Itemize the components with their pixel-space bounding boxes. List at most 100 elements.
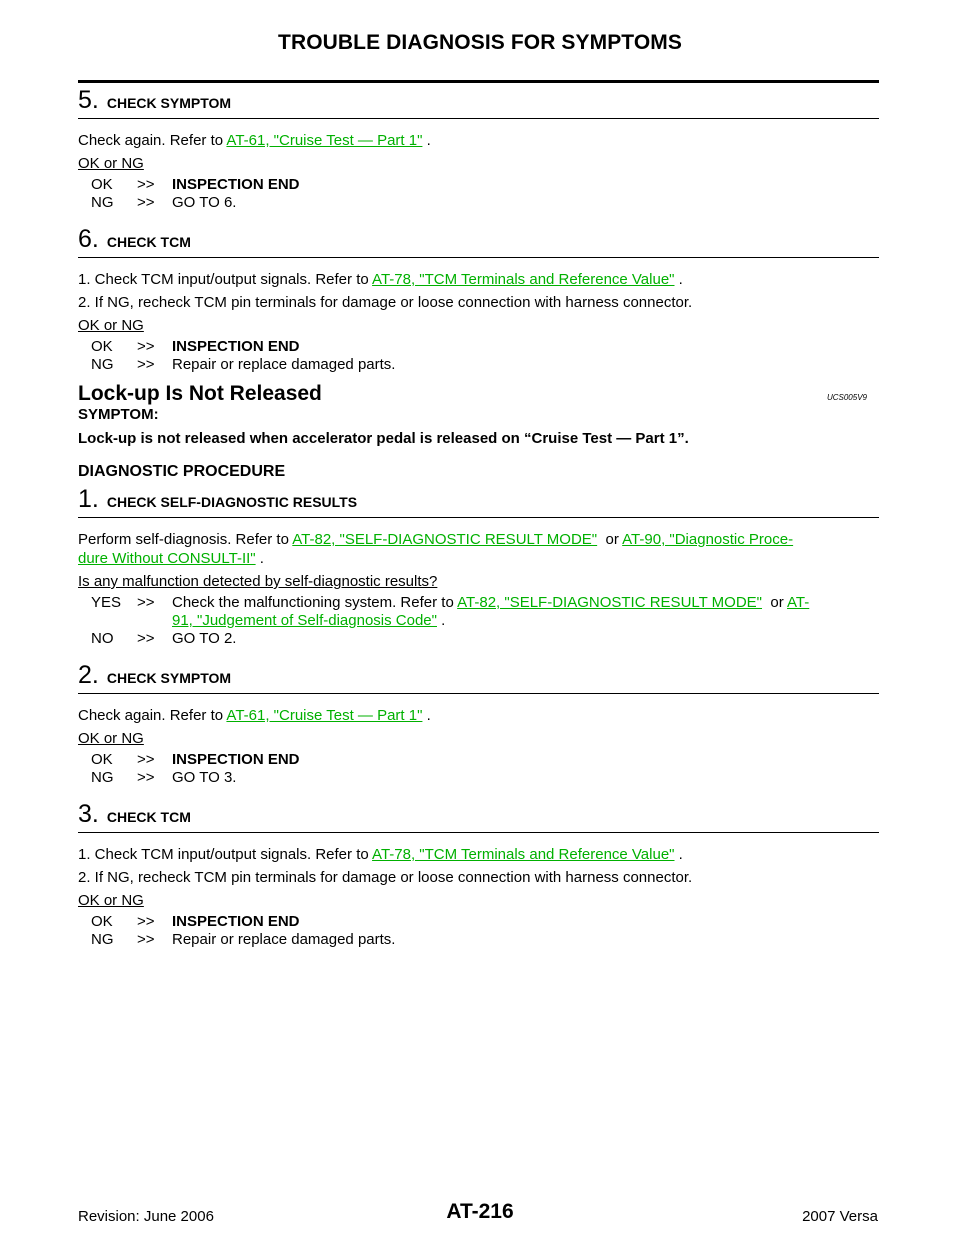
answer-arrow: >> [137, 194, 155, 211]
answer-code: NG [91, 356, 114, 373]
step-2-header: 2. CHECK SYMPTOM [78, 661, 879, 694]
step-title: CHECK SYMPTOM [106, 670, 232, 686]
footer-model: 2007 Versa [802, 1208, 878, 1225]
text: Check again. Refer to [78, 707, 227, 724]
reference-link[interactable]: AT-90, "Diagnostic Proce- [622, 531, 794, 548]
answer-code: YES [91, 594, 122, 611]
answer-text: Check the malfunctioning system. Refer t… [172, 594, 879, 630]
page-content: 5. CHECK SYMPTOM Check again. Refer to A… [78, 86, 879, 949]
step-5-header: 5. CHECK SYMPTOM [78, 86, 879, 119]
reference-link[interactable]: AT- [787, 594, 810, 611]
reference-link[interactable]: AT-78, "TCM Terminals and Reference Valu… [372, 271, 675, 288]
reference-link[interactable]: AT-61, "Cruise Test — Part 1" [226, 132, 423, 149]
step-6-item-2: 2. If NG, recheck TCM pin terminals for … [78, 294, 693, 311]
reference-link[interactable]: dure Without CONSULT-II" [78, 550, 256, 567]
answer-text: Repair or replace damaged parts. [172, 356, 396, 373]
reference-link[interactable]: AT-82, "SELF-DIAGNOSTIC RESULT MODE" [292, 531, 598, 548]
symptom-text: Lock-up is not released when accelerator… [78, 430, 689, 447]
answer-code: NO [91, 630, 114, 647]
text: . [674, 271, 683, 288]
answer-text: INSPECTION END [172, 751, 300, 768]
answer-ng: NG >> GO TO 3. [78, 769, 879, 787]
answer-text: INSPECTION END [172, 176, 300, 193]
answer-yes: YES >> Check the malfunctioning system. … [78, 594, 879, 630]
step-3-item-1: 1. Check TCM input/output signals. Refer… [78, 845, 879, 864]
text: or [597, 531, 623, 548]
answer-text: GO TO 2. [172, 630, 237, 647]
step-title: CHECK SYMPTOM [106, 95, 232, 111]
answer-arrow: >> [137, 356, 155, 373]
answer-text: INSPECTION END [172, 913, 300, 930]
step-5-text: Check again. Refer to AT-61, "Cruise Tes… [78, 131, 879, 150]
text: . [422, 707, 431, 724]
answer-ok: OK >> INSPECTION END [78, 751, 879, 769]
ok-ng-label: OK or NG [78, 730, 144, 747]
answer-code: OK [91, 751, 113, 768]
answer-text: Repair or replace damaged parts. [172, 931, 396, 948]
text: . [255, 550, 264, 567]
answer-code: OK [91, 176, 113, 193]
header-rule [78, 80, 879, 83]
step-3-item-2: 2. If NG, recheck TCM pin terminals for … [78, 869, 693, 886]
answer-ok: OK >> INSPECTION END [78, 176, 879, 194]
text: . [674, 846, 683, 863]
ok-ng-label: OK or NG [78, 892, 144, 909]
answer-text: INSPECTION END [172, 338, 300, 355]
reference-link[interactable]: AT-82, "SELF-DIAGNOSTIC RESULT MODE" [457, 594, 763, 611]
text: Check again. Refer to [78, 132, 227, 149]
footer-page-number: AT-216 [446, 1200, 514, 1223]
step-1-header: 1. CHECK SELF-DIAGNOSTIC RESULTS [78, 485, 879, 518]
step-title: CHECK TCM [106, 234, 191, 250]
step-number: 3. [78, 800, 99, 828]
section-title: Lock-up Is Not Released [78, 382, 322, 405]
step-2-text: Check again. Refer to AT-61, "Cruise Tes… [78, 706, 879, 725]
footer-revision: Revision: June 2006 [78, 1208, 214, 1225]
answer-code: NG [91, 769, 114, 786]
step-6-item-1: 1. Check TCM input/output signals. Refer… [78, 270, 879, 289]
answer-arrow: >> [137, 913, 155, 930]
answer-ok: OK >> INSPECTION END [78, 913, 879, 931]
answer-text: GO TO 3. [172, 769, 237, 786]
answer-code: OK [91, 338, 113, 355]
step-number: 6. [78, 225, 99, 253]
answer-arrow: >> [137, 769, 155, 786]
step-1-text: Perform self-diagnosis. Refer to AT-82, … [78, 530, 879, 568]
text: . [422, 132, 431, 149]
step-title: CHECK TCM [106, 809, 191, 825]
answer-code: NG [91, 194, 114, 211]
reference-link[interactable]: AT-61, "Cruise Test — Part 1" [226, 707, 423, 724]
step-6-header: 6. CHECK TCM [78, 225, 879, 258]
step-3-header: 3. CHECK TCM [78, 800, 879, 833]
text: Perform self-diagnosis. Refer to [78, 531, 293, 548]
step-number: 1. [78, 485, 99, 513]
text: 1. Check TCM input/output signals. Refer… [78, 846, 373, 863]
answer-no: NO >> GO TO 2. [78, 630, 879, 648]
answer-text: GO TO 6. [172, 194, 237, 211]
section-header: Lock-up Is Not Released UCS005V9 [78, 382, 879, 406]
answer-arrow: >> [137, 338, 155, 355]
answer-code: OK [91, 913, 113, 930]
reference-link[interactable]: 91, "Judgement of Self-diagnosis Code" [172, 612, 437, 629]
procedure-label: DIAGNOSTIC PROCEDURE [78, 463, 286, 480]
answer-code: NG [91, 931, 114, 948]
reference-link[interactable]: AT-78, "TCM Terminals and Reference Valu… [372, 846, 675, 863]
section-code: UCS005V9 [826, 393, 867, 402]
ok-ng-label: OK or NG [78, 317, 144, 334]
question-label: Is any malfunction detected by self-diag… [78, 573, 438, 590]
answer-arrow: >> [137, 630, 155, 647]
text: Check the malfunctioning system. Refer t… [172, 594, 458, 611]
answer-arrow: >> [137, 176, 155, 193]
page-title: TROUBLE DIAGNOSIS FOR SYMPTOMS [278, 31, 682, 54]
answer-ng: NG >> Repair or replace damaged parts. [78, 356, 879, 374]
symptom-label: SYMPTOM: [78, 406, 159, 423]
step-number: 5. [78, 86, 99, 114]
text: or [762, 594, 788, 611]
answer-arrow: >> [137, 931, 155, 948]
answer-arrow: >> [137, 751, 155, 768]
text: . [436, 612, 446, 629]
step-title: CHECK SELF-DIAGNOSTIC RESULTS [106, 494, 358, 510]
step-number: 2. [78, 661, 99, 689]
answer-arrow: >> [137, 594, 155, 611]
answer-ng: NG >> GO TO 6. [78, 194, 879, 212]
